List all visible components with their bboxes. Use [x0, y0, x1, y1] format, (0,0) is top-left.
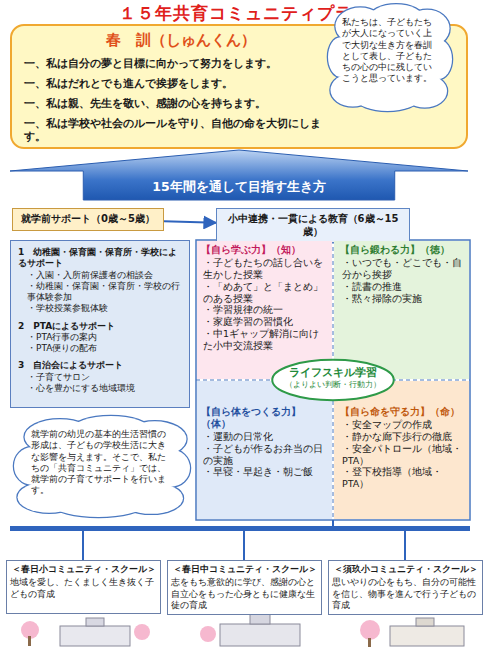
node-text: ・入園・入所前保護者の相談会 — [18, 270, 182, 281]
node-text: 一、私はだれとでも進んで挨拶をします。 — [24, 77, 338, 90]
node-text: ・早寝・早起き・朝ご飯 — [201, 466, 326, 478]
node-heading: 就学前サポート（0歳～5歳） — [16, 213, 160, 226]
node-text: ・心を豊かにする地域環境 — [18, 383, 182, 394]
school-illustration — [200, 614, 300, 646]
connector-bar — [10, 526, 470, 531]
node-text: ・安全パトロール（地域・PTA） — [340, 443, 465, 467]
node-text: ・PTA便りの配布 — [18, 343, 182, 354]
node-heading: ＜須玖小コミュニティ・スクール＞ — [332, 564, 479, 575]
stage-header: 就学前サポート（0歳～5歳） — [12, 208, 164, 231]
node-text: （よりよい判断・行動力） — [275, 380, 391, 390]
node-heading: 1 幼稚園・保育園・保育所・学校によるサポート — [18, 247, 182, 270]
quadrant-box: 【自ら体をつくる力】（体）・運動の日常化・子どもが作るお弁当の日の実施・早寝・早… — [197, 381, 332, 519]
callout-cloud: 私たちは、子どもたちが大人になっていく上で大切な生き方を春訓として表し、子どもた… — [328, 2, 452, 112]
node-text: ・幼稚園・保育園・保育所・学校の行事体験参加 — [18, 281, 182, 304]
stage-header: 小中連携・一貫による教育（6歳～15歳） — [216, 208, 410, 243]
goal-arrow-band: 15年間を通して目指す生き方 — [10, 150, 468, 200]
school-illustration — [360, 618, 464, 647]
node-heading: 【自ら命を守る力】（命） — [340, 406, 465, 418]
node-text: ・読書の推進 — [340, 281, 465, 293]
node-heading: ライフスキル学習 — [275, 366, 391, 380]
node-text: 思いやりの心をもち、自分の可能性を信じ、物事を進んで行う子どもの育成 — [332, 577, 479, 611]
school-box: ＜春日中コミュニティ・スクール＞ 志をもち意欲的に学び、感謝の心と自立心をもった心… — [167, 560, 322, 615]
node-text: 2 PTAによるサポート — [18, 321, 182, 332]
node-text: ・「めあて」と「まとめ」のある授業 — [201, 281, 326, 305]
school-illustration — [21, 618, 150, 646]
node-heading: 15年間を通して目指す生き方 — [10, 179, 468, 195]
node-text: ・運動の日常化 — [201, 431, 326, 443]
node-text: ・安全マップの作成 — [340, 419, 465, 431]
quadrant-frame — [196, 240, 470, 520]
node-text: ・いつでも・どこでも・自分から挨拶 — [340, 257, 465, 281]
node-text: ・子育てサロン — [18, 372, 182, 383]
quadrant-box: 【自ら命を守る力】（命）・安全マップの作成・静かな廊下歩行の徹底・安全パトロール… — [334, 381, 469, 519]
node-text: 一、私は自分の夢と目標に向かって努力をします。 — [24, 57, 338, 70]
node-text: 志をもち意欲的に学び、感謝の心と自立心をもった心身ともに健康な生徒の育成 — [171, 577, 318, 611]
node-heading: ＜春日中コミュニティ・スクール＞ — [171, 564, 318, 575]
callout-cloud: 就学前の幼児の基本的生活習慣の形成は、子どもの学校生活に大きな影響を与えます。そ… — [14, 414, 190, 518]
node-text: ・登下校指導（地域・PTA） — [340, 466, 465, 490]
school-box: ＜春日小コミュニティ・スクール＞ 地域を愛し、たくましく生き抜く子どもの育成 — [6, 560, 161, 614]
connector-line — [332, 520, 334, 526]
node-text: ・黙々掃除の実施 — [340, 293, 465, 305]
flow-arrow — [164, 221, 216, 222]
node-text: 一、私は学校や社会のルールを守り、自他の命を大切にします。 — [24, 117, 338, 143]
node-text: ・中1ギャップ解消に向けた小中交流授業 — [201, 328, 326, 352]
node-text: 地域を愛し、たくましく生き抜く子どもの育成 — [10, 577, 157, 600]
node-text: ・静かな廊下歩行の徹底 — [340, 431, 465, 443]
support-list-box: 1 幼稚園・保育園・保育所・学校によるサポート・入園・入所前保護者の相談会・幼稚… — [10, 240, 190, 408]
node-heading: 【自ら学ぶ力】（知） — [201, 244, 326, 256]
node-heading: 就学前の幼児の基本的生活習慣の形成は、子どもの学校生活に大きな影響を与えます。そ… — [31, 429, 173, 497]
school-box: ＜須玖小コミュニティ・スクール＞ 思いやりの心をもち、自分の可能性を信じ、物事を進… — [328, 560, 483, 615]
node-text: ・PTA行事の案内 — [18, 332, 182, 343]
connector-line — [404, 531, 406, 560]
connector-line — [243, 531, 245, 560]
node-heading: 小中連携・一貫による教育（6歳～15歳） — [220, 213, 406, 238]
central-ellipse: ライフスキル学習（よりよい判断・行動力） — [271, 359, 395, 401]
node-text: ・家庭学習の習慣化 — [201, 316, 326, 328]
node-heading: 春 訓（しゅんくん） — [24, 31, 338, 50]
node-text: ・子どもたちの話し合いを生かした授業 — [201, 257, 326, 281]
node-heading: ＜春日小コミュニティ・スクール＞ — [10, 564, 157, 575]
node-heading: 私たちは、子どもたちが大人になっていく上で大切な生き方を春訓として表し、子どもた… — [342, 17, 438, 85]
node-text: 3 自治会によるサポート — [18, 360, 182, 371]
node-text: ・子どもが作るお弁当の日の実施 — [201, 443, 326, 467]
node-text: 一、私は親、先生を敬い、感謝の心を持ちます。 — [24, 97, 338, 110]
connector-line — [82, 531, 84, 560]
node-heading: 【自ら体をつくる力】（体） — [201, 406, 326, 430]
node-text: ・学習規律の統一 — [201, 304, 326, 316]
quadrant-box: 【自ら鍛わる力】（徳）・いつでも・どこでも・自分から挨拶・読書の推進・黙々掃除の… — [334, 241, 469, 379]
node-heading: 【自ら鍛わる力】（徳） — [340, 244, 465, 256]
node-text: ・学校授業参観体験 — [18, 303, 182, 314]
quadrant-box: 【自ら学ぶ力】（知）・子どもたちの話し合いを生かした授業・「めあて」と「まとめ」… — [197, 241, 332, 379]
